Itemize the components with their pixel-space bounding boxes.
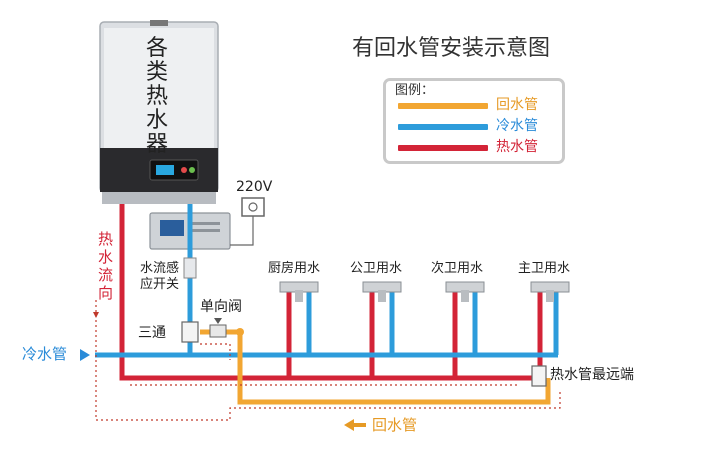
- hot-water-pipes: [119, 204, 543, 381]
- water-heater: [99, 20, 219, 204]
- hot-flow-label: 水: [98, 248, 114, 266]
- far-end-label: 热水管最远端: [550, 367, 634, 383]
- legend-label-cold: 冷水管: [496, 118, 538, 134]
- legend-line-cold: [398, 124, 488, 130]
- hot-flow-label: 向: [98, 284, 114, 302]
- power-socket: [230, 197, 265, 246]
- return-arrow-icon: [344, 419, 354, 431]
- legend-line-hot: [398, 145, 488, 151]
- flow-direction-lines: [95, 300, 561, 421]
- tee-label: 三通: [138, 325, 166, 341]
- power-label: 220V: [236, 179, 273, 195]
- far-end-fitting: [531, 365, 547, 387]
- cold-inlet-arrow-icon: [80, 349, 90, 361]
- outlet-faucets: [279, 281, 570, 302]
- outlet-label-public-bath: 公卫用水: [350, 261, 403, 276]
- flow-switch: [183, 257, 197, 279]
- flow-switch-label-line1: 水流感: [140, 261, 180, 276]
- legend-label-hot: 热水管: [496, 139, 538, 155]
- check-valve: [209, 318, 227, 338]
- cold-pipe-label: 冷水管: [22, 345, 68, 363]
- heater-label-char: 各: [146, 36, 169, 61]
- heater-label-char: 热: [146, 84, 169, 109]
- outlet-label-kitchen: 厨房用水: [268, 261, 321, 276]
- flow-switch-label-line2: 应开关: [140, 277, 180, 292]
- heater-label-char: 水: [146, 108, 169, 133]
- legend-label-return: 回水管: [496, 97, 538, 113]
- heater-label-char: 器: [146, 132, 169, 157]
- outlet-label-second-bath: 次卫用水: [431, 261, 484, 276]
- heater-label-char: 类: [146, 60, 169, 85]
- legend-heading: 图例：: [395, 83, 435, 98]
- page-title: 有回水管安装示意图: [352, 36, 551, 61]
- return-pipe-label: 回水管: [372, 416, 418, 434]
- check-valve-label: 单向阀: [200, 299, 242, 315]
- flow-arrow-icon: [93, 312, 99, 318]
- legend-line-return: [398, 103, 488, 109]
- hot-flow-label: 热: [98, 230, 114, 248]
- outlet-label-master-bath: 主卫用水: [518, 261, 571, 276]
- hot-flow-label: 流: [98, 266, 114, 284]
- tee-fitting: [181, 321, 199, 343]
- return-water-pipe: [200, 329, 551, 405]
